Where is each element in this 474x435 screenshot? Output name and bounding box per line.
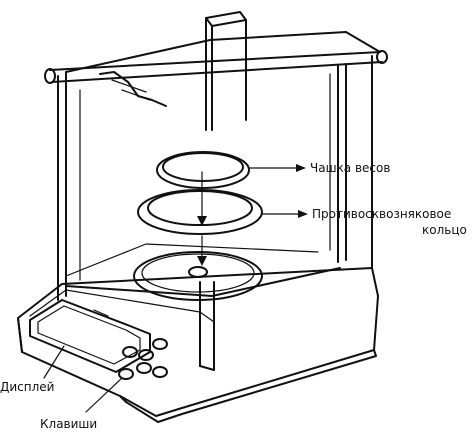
key-2 [138, 349, 154, 361]
label-display: Дисплей [0, 380, 54, 394]
key-5 [152, 366, 168, 378]
assembly-arrows [197, 171, 207, 266]
keys-group [118, 338, 168, 380]
pan-support [133, 251, 263, 301]
key-6 [118, 368, 134, 380]
label-pan: Чашка весов [310, 161, 390, 175]
draft-shield [44, 11, 388, 371]
leader-lines [43, 164, 308, 413]
leader-display [43, 345, 65, 379]
balance-base [17, 267, 379, 423]
leader-keys [85, 377, 123, 413]
leader-pan-arrow [296, 164, 306, 172]
key-3 [152, 338, 168, 350]
key-1 [122, 346, 138, 358]
label-keys: Клавиши [40, 417, 97, 431]
draft-ring [137, 189, 263, 235]
display-panel [29, 299, 151, 373]
weighing-pan [156, 151, 250, 189]
label-ring-line1: Противосквозняковое [312, 207, 451, 221]
label-ring-line2: кольцо [422, 223, 467, 237]
key-4 [136, 362, 152, 374]
leader-ring-arrow [298, 210, 308, 218]
